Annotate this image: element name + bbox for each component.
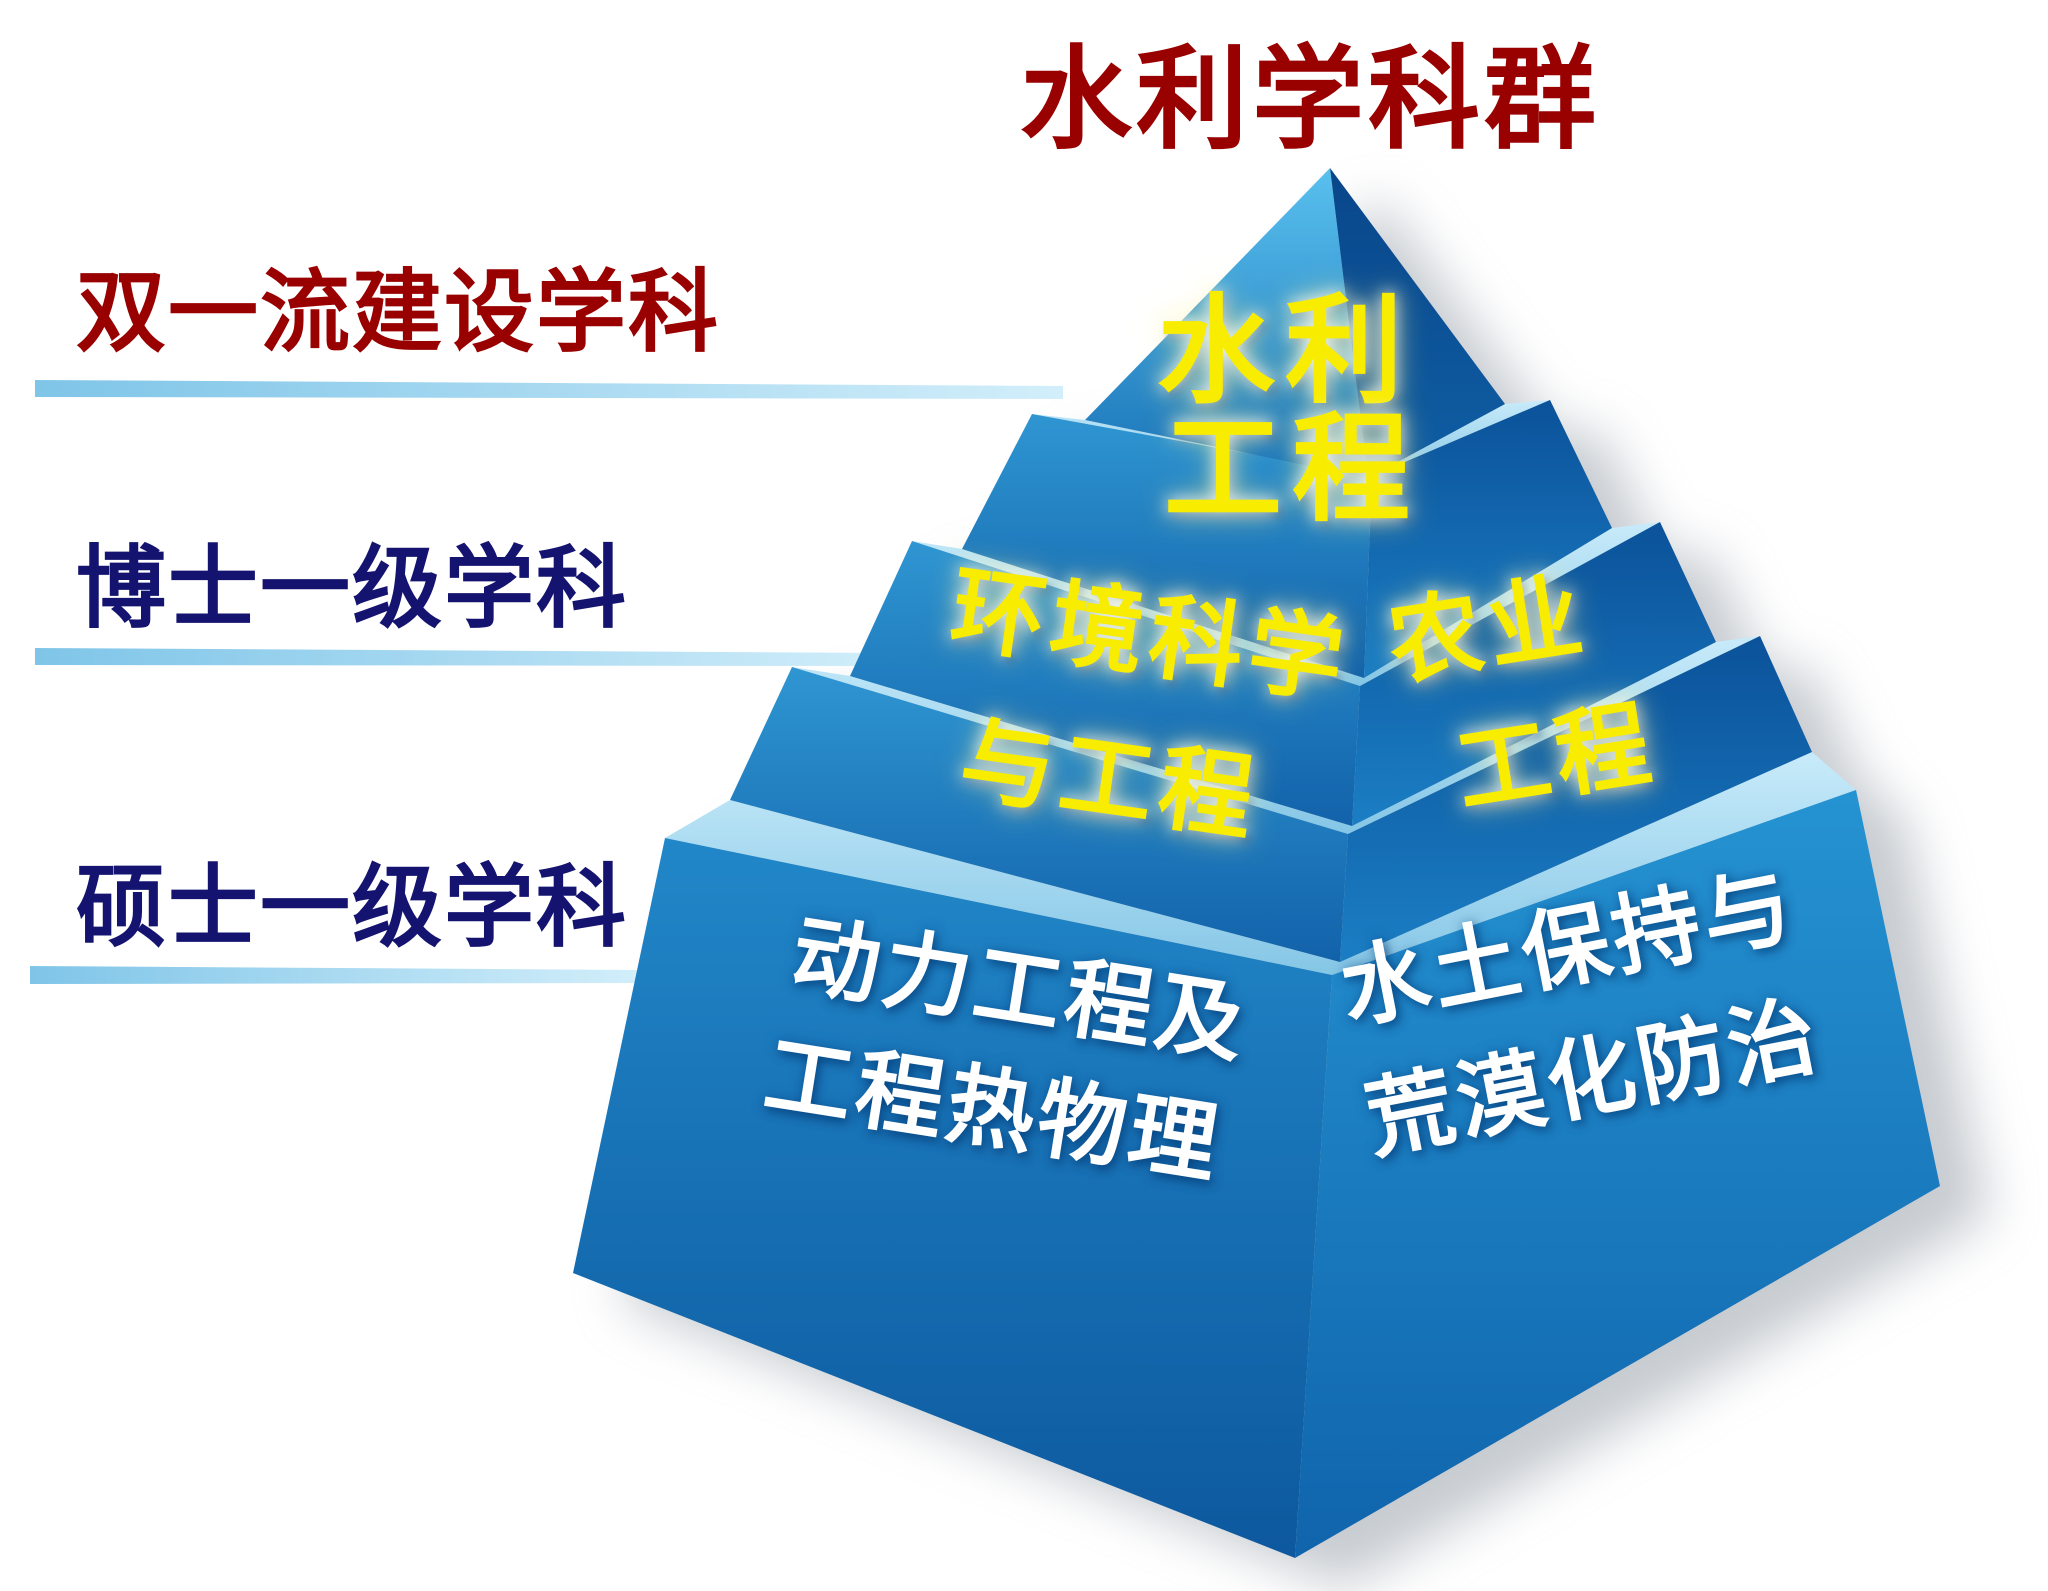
- band4-left-face: [730, 667, 1348, 962]
- label-master-first-level: 硕士一级学科: [76, 858, 628, 958]
- band4-right-face: [1340, 636, 1812, 962]
- band2-top-lip: [1032, 400, 1550, 478]
- band2-right-face: [1364, 400, 1612, 678]
- bottom-tier-left-face: [573, 838, 1332, 1558]
- apex-left-face: [1085, 168, 1368, 478]
- top-tier-text-line1: 水利: [1156, 286, 1414, 418]
- band3-left-face: [850, 541, 1360, 826]
- pointer-beam-3: [30, 966, 640, 984]
- band2-left-face: [962, 414, 1372, 678]
- page-title: 水利学科群: [1020, 37, 1600, 162]
- top-tier-text-line2: 工程: [1163, 404, 1421, 536]
- bottom-tier-top-lip: [665, 752, 1856, 975]
- bottom-tier-right-face: [1295, 790, 1940, 1558]
- band3-right-face: [1352, 522, 1716, 826]
- pointer-beam-1: [35, 380, 1063, 399]
- pointer-beam-2: [35, 648, 900, 666]
- pyramid: [573, 168, 1940, 1558]
- band3-top-lip: [912, 522, 1660, 686]
- label-doctoral-first-level: 博士一级学科: [76, 539, 628, 639]
- label-double-first-class: 双一流建设学科: [76, 263, 720, 363]
- apex-right-face: [1330, 168, 1505, 478]
